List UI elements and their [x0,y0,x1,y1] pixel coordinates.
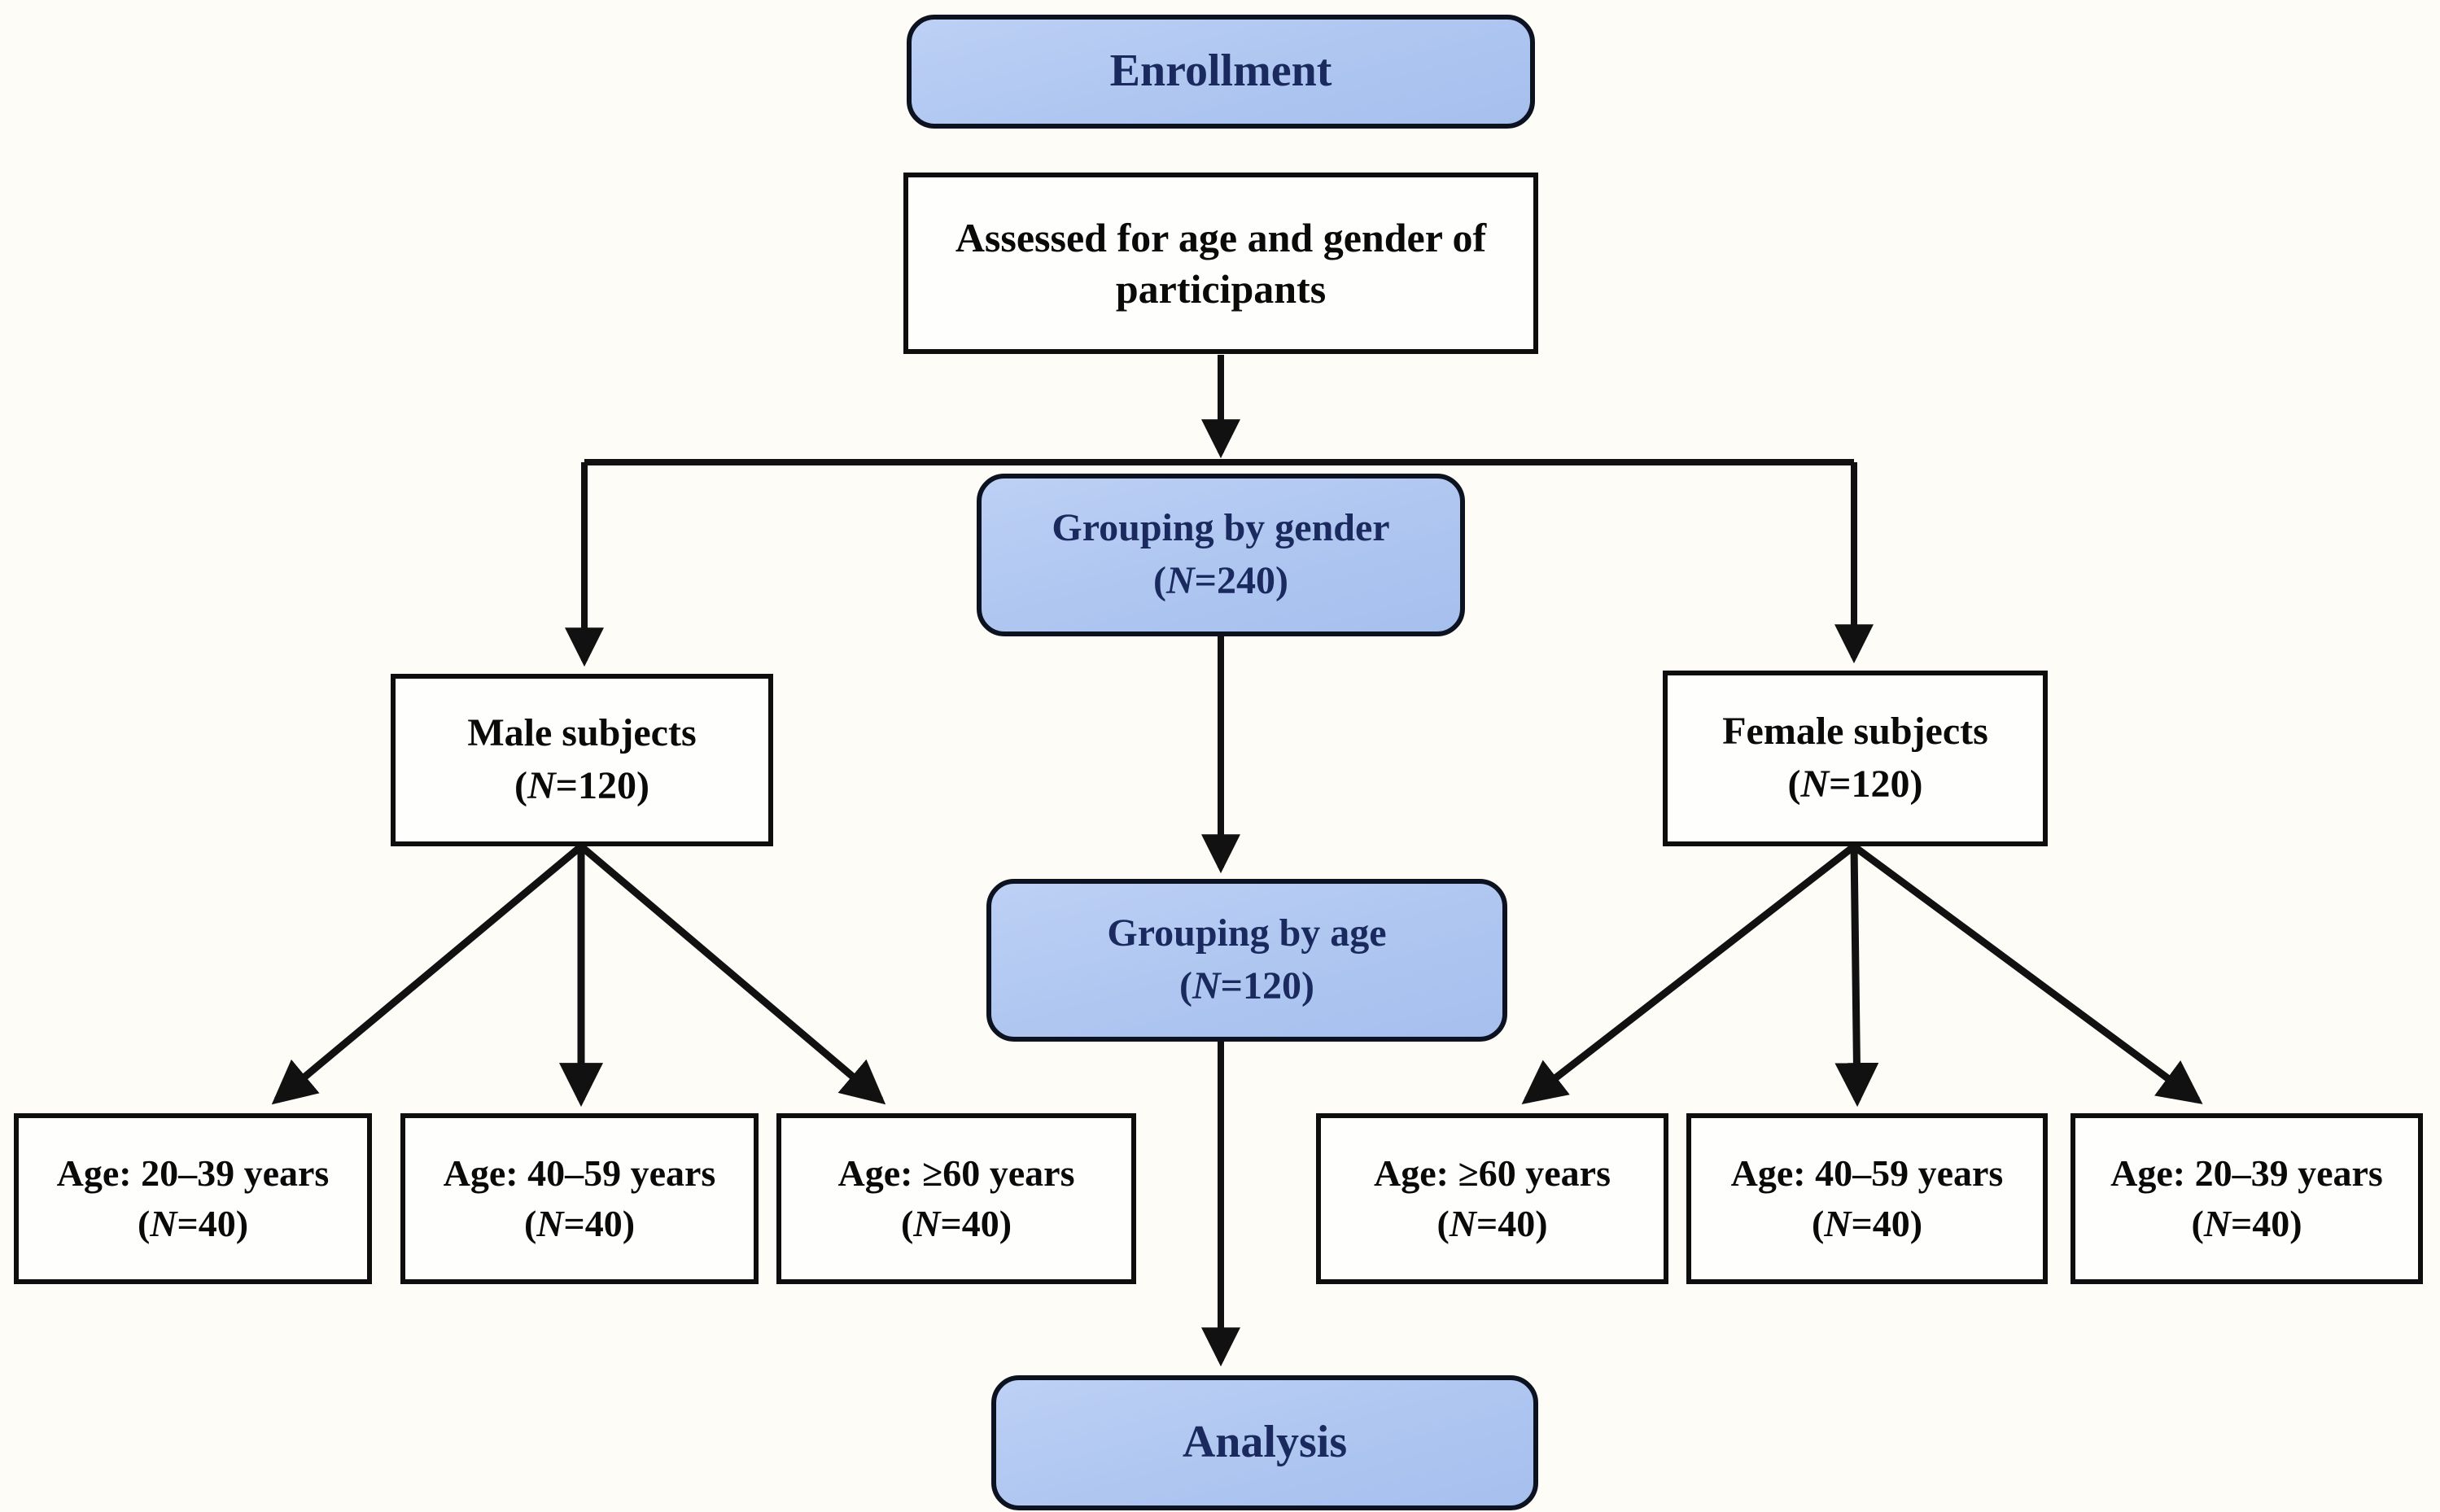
node-grouping-gender-title: Grouping by gender [1052,506,1390,550]
node-assessed-line2: participants [1115,265,1327,312]
n-open: ( [1153,559,1166,602]
n-value: =40) [2231,1203,2302,1244]
node-female-subjects-title: Female subjects [1722,710,1988,754]
node-grouping-age-n: (N=120) [1179,960,1314,1013]
arrow-female-to-age-60 [1521,843,1856,1104]
node-male-age-60-plus-title: Age: ≥60 years [837,1151,1075,1194]
n-symbol: N [1824,1203,1852,1244]
n-value: =120) [1829,763,1923,806]
node-male-subjects-n: (N=120) [514,760,649,813]
node-female-age-20-39-title: Age: 20–39 years [2110,1151,2383,1194]
n-open: ( [1811,1203,1825,1244]
node-analysis-label: Analysis [1182,1417,1348,1468]
n-symbol: N [527,764,556,807]
n-symbol: N [913,1203,941,1244]
n-symbol: N [536,1203,564,1244]
n-symbol: N [1800,763,1830,806]
node-male-age-60-plus-n: (N=40) [901,1199,1012,1249]
arrow-female-to-age-40-59 [1834,846,1879,1108]
n-value: =40) [940,1203,1012,1244]
node-grouping-age-title: Grouping by age [1107,911,1387,955]
n-value: =40) [1851,1203,1923,1244]
node-female-age-60-plus-title: Age: ≥60 years [1374,1151,1611,1194]
node-male-age-40-59: Age: 40–59 years (N=40) [400,1113,759,1284]
node-female-age-20-39: Age: 20–39 years (N=40) [2071,1113,2423,1284]
n-open: ( [1787,763,1801,806]
n-symbol: N [2203,1203,2232,1244]
node-enrollment: Enrollment [907,15,1535,129]
arrow-male-to-age-20-39 [271,843,584,1105]
node-female-age-60-plus: Age: ≥60 years (N=40) [1316,1113,1668,1284]
n-value: =120) [1220,964,1314,1007]
arrow-male-to-age-60 [579,843,886,1105]
node-female-subjects: Female subjects (N=120) [1663,671,2048,846]
node-male-age-20-39-n: (N=40) [138,1199,248,1249]
n-open: ( [523,1203,537,1244]
n-open: ( [1179,964,1192,1007]
node-male-subjects: Male subjects (N=120) [391,674,773,846]
node-enrollment-label: Enrollment [1109,46,1332,97]
n-value: =240) [1194,559,1288,602]
n-open: ( [137,1203,151,1244]
node-grouping-gender: Grouping by gender (N=240) [977,474,1465,636]
node-male-age-20-39: Age: 20–39 years (N=40) [14,1113,372,1284]
node-female-age-60-plus-n: (N=40) [1436,1199,1547,1249]
n-open: ( [900,1203,914,1244]
node-female-age-40-59-n: (N=40) [1812,1199,1922,1249]
node-female-age-40-59-title: Age: 40–59 years [1730,1151,2004,1194]
n-symbol: N [1449,1203,1477,1244]
arrow-female-to-age-20-39 [1852,843,2203,1104]
n-value: =40) [563,1203,636,1244]
n-value: =40) [1476,1203,1548,1244]
n-open: ( [1436,1203,1450,1244]
n-open: ( [514,764,527,807]
n-symbol: N [1192,964,1221,1007]
node-assessed: Assessed for age and gender of participa… [903,173,1538,354]
node-female-age-20-39-n: (N=40) [2191,1199,2302,1249]
n-open: ( [2191,1203,2204,1244]
node-assessed-line1: Assessed for age and gender of [955,215,1487,260]
node-female-subjects-n: (N=120) [1788,758,1923,811]
n-symbol: N [150,1203,177,1244]
n-value: =120) [555,764,649,807]
n-symbol: N [1165,559,1195,602]
node-grouping-age: Grouping by age (N=120) [986,879,1507,1042]
node-male-age-20-39-title: Age: 20–39 years [56,1151,330,1194]
node-grouping-gender-n: (N=240) [1153,555,1288,608]
node-male-age-60-plus: Age: ≥60 years (N=40) [776,1113,1136,1284]
node-male-subjects-title: Male subjects [467,711,697,755]
node-male-age-40-59-n: (N=40) [524,1199,635,1249]
node-male-age-40-59-title: Age: 40–59 years [443,1151,716,1194]
node-analysis: Analysis [991,1375,1538,1510]
n-value: =40) [177,1203,249,1244]
node-female-age-40-59: Age: 40–59 years (N=40) [1686,1113,2048,1284]
